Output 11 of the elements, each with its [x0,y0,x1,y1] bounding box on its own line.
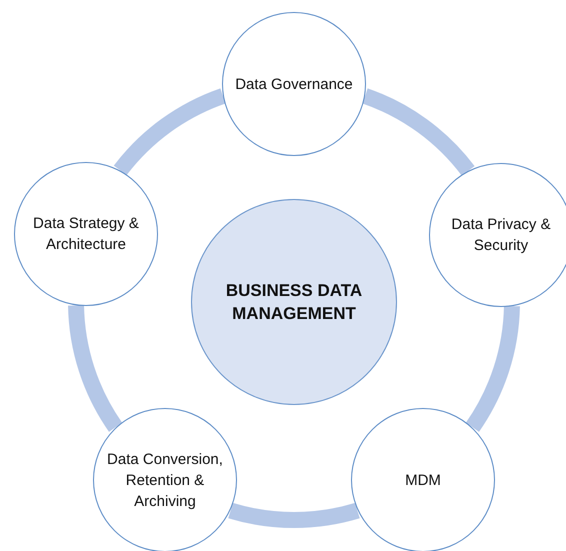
circle-label: Data Conversion, Retention & Archiving [106,450,224,512]
circle-label: MDM [404,470,442,490]
circle-label: Data Governance [234,74,354,94]
circle-label: BUSINESS DATA MANAGEMENT [224,280,364,325]
ring-connector [466,305,520,432]
ring-connector [68,304,122,432]
circle-label: Data Privacy & Security [450,215,552,256]
ring-connector [114,88,226,176]
ring-connector [362,88,474,176]
ring-connector [228,502,360,528]
circle-label: Data Strategy & Architecture [32,214,140,255]
